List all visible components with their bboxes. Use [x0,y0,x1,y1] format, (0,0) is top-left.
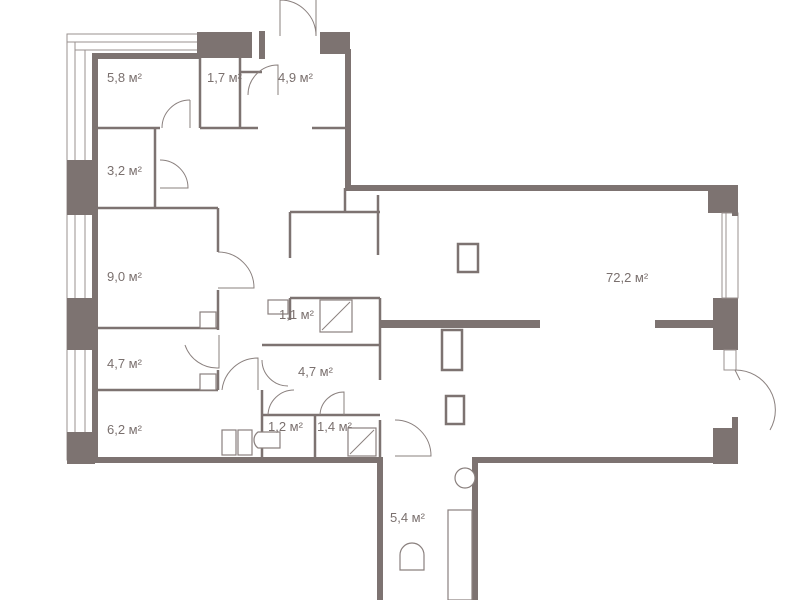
room-area-label: 1,7 м² [207,70,242,85]
room-area-label: 5,4 м² [390,510,425,525]
column [713,298,738,350]
room-area-label: 4,7 м² [298,364,333,379]
partition [380,320,540,328]
column [320,32,350,54]
window-left-strip [66,33,200,461]
pillar [440,328,464,372]
partition [655,320,715,328]
room-area-label: 6,2 м² [107,422,142,437]
window-right [721,212,739,371]
room-area-label: 1,4 м² [317,419,352,434]
column [67,432,95,464]
pillar [456,242,480,274]
room-area-label: 4,9 м² [278,70,313,85]
column [67,298,95,350]
bathroom-fixtures [199,299,476,600]
pillar [444,394,466,426]
room-area-label: 3,2 м² [107,163,142,178]
room-area-label: 5,8 м² [107,70,142,85]
interior-walls [95,58,382,460]
room-area-label: 72,2 м² [606,270,649,285]
room-area-label: 9,0 м² [107,269,142,284]
room-area-label: 4,7 м² [107,356,142,371]
door-swings [159,0,776,457]
column [197,32,252,58]
column [67,160,95,215]
room-area-label: 1,1 м² [279,307,314,322]
room-area-label: 1,2 м² [268,419,303,434]
outer-walls [92,31,738,600]
